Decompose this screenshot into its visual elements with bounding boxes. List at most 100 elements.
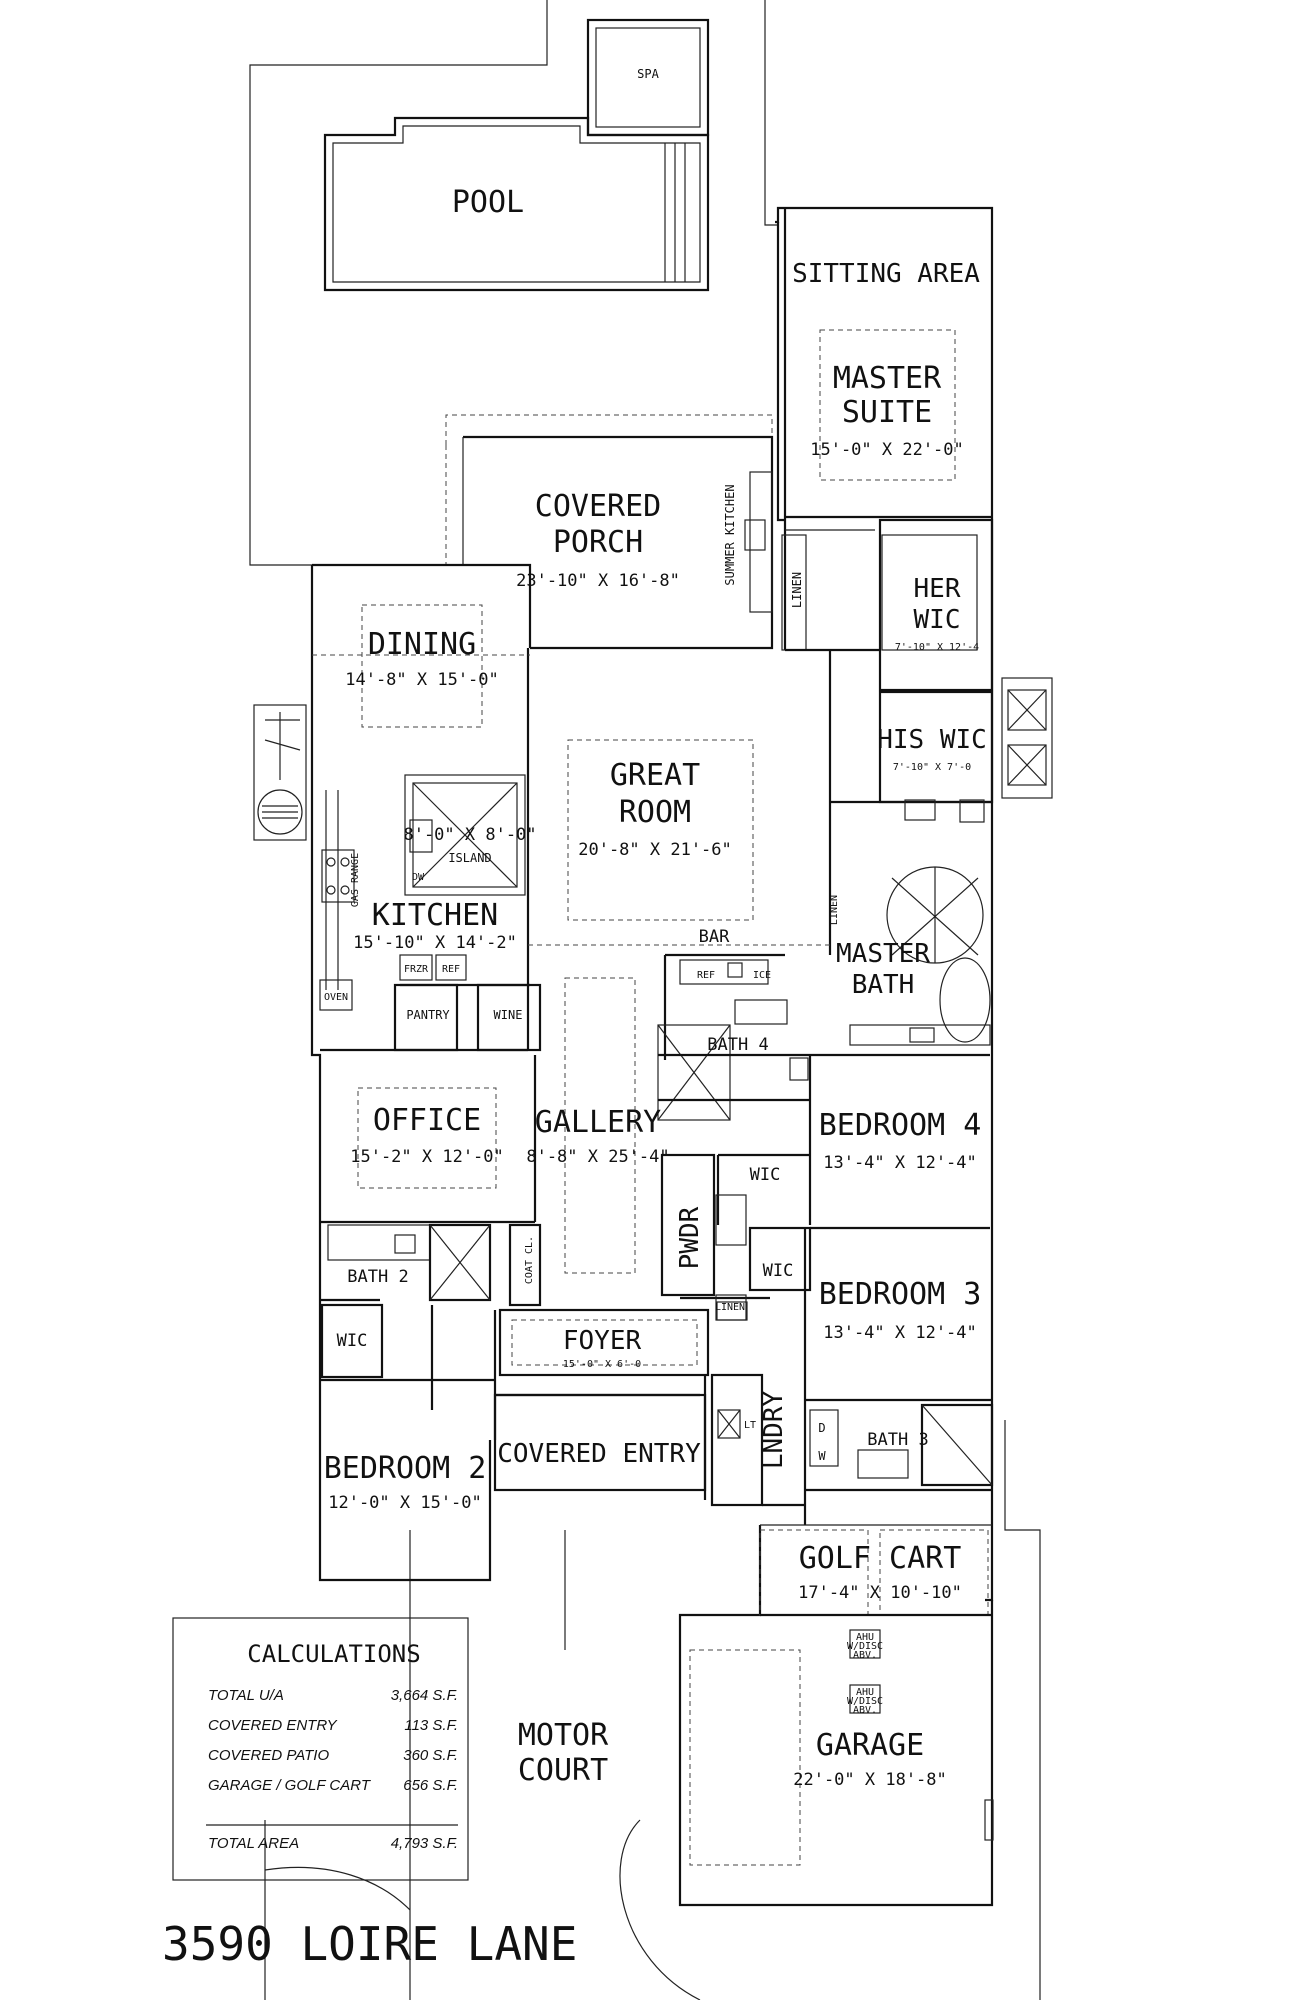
- garage-walls: [678, 1524, 994, 1907]
- calculations-table: CALCULATIONS TOTAL U/A 3,664 S.F. COVERED …: [208, 1640, 458, 1852]
- wic-bed2-label: WIC: [337, 1331, 368, 1351]
- labels: SPA POOL SITTING AREA MASTER SUITE 15'-0…: [324, 67, 987, 1790]
- dryer-label: D: [818, 1421, 825, 1435]
- ref-kitchen-label: REF: [442, 964, 460, 975]
- covered-entry-label: COVERED ENTRY: [497, 1439, 701, 1469]
- garage-label: GARAGE: [816, 1728, 924, 1763]
- ahu-1-line-1: AHU: [856, 1632, 874, 1643]
- covered-porch: [445, 414, 774, 650]
- linen-foyer-label: LINEN: [715, 1302, 745, 1313]
- coat-cl-label: COAT CL.: [524, 1236, 535, 1284]
- her-wic-dim: 7'-10" X 12'-4: [895, 642, 979, 653]
- spa-label: SPA: [637, 67, 659, 81]
- ahu-2-line-2: W/DISC: [847, 1696, 883, 1707]
- calculations-box: [172, 1617, 469, 1881]
- kitchen-label: KITCHEN: [372, 898, 498, 933]
- pwdr-label: PWDR: [675, 1206, 705, 1269]
- address-title: 3590 LOIRE LANE: [162, 1917, 577, 1971]
- exterior-walls: [310, 206, 994, 1602]
- ahu-2-line-1: AHU: [856, 1687, 874, 1698]
- covered-porch-dim: 23'-10" X 16'-8": [516, 571, 680, 591]
- pool: [323, 116, 710, 292]
- calculations-title: CALCULATIONS: [247, 1640, 420, 1668]
- ahu-2-line-3: ABV.: [853, 1705, 877, 1716]
- pool-label: POOL: [452, 185, 524, 220]
- linen-bath-label: LINEN: [829, 895, 840, 925]
- bedroom-2-label: BEDROOM 2: [324, 1451, 487, 1486]
- linen-upper-label: LINEN: [790, 572, 804, 608]
- island-dim: 8'-0" X 8'-0": [403, 825, 536, 845]
- gallery-dim: 8'-8" X 25'-4": [526, 1147, 669, 1167]
- ice-label: ICE: [753, 970, 771, 981]
- covered-porch-label-2: PORCH: [553, 525, 643, 560]
- great-room-label-2: ROOM: [619, 795, 691, 830]
- master-bath-label-1: MASTER: [836, 939, 930, 969]
- golf-cart-dim: 17'-4" X 10'-10": [798, 1583, 962, 1603]
- gas-range-label: GAS RANGE: [350, 853, 361, 907]
- wine-label: WINE: [494, 1008, 523, 1022]
- bar-label: BAR: [699, 927, 730, 947]
- master-suite-dim: 15'-0" X 22'-0": [810, 440, 964, 460]
- bedroom-4-label: BEDROOM 4: [819, 1108, 982, 1143]
- calc-row-value: 3,664 S.F.: [391, 1687, 458, 1704]
- bedroom-3-dim: 13'-4" X 12'-4": [823, 1323, 977, 1343]
- great-room-dim: 20'-8" X 21'-6": [578, 840, 732, 860]
- calc-row-label: GARAGE / GOLF CART: [208, 1777, 372, 1794]
- office-dim: 15'-2" X 12'-0": [350, 1147, 504, 1167]
- master-suite-label-2: SUITE: [842, 395, 932, 430]
- wic-bed3-label: WIC: [763, 1261, 794, 1281]
- motor-court-label-1: MOTOR: [518, 1718, 609, 1753]
- ahu-1-line-3: ABV.: [853, 1650, 877, 1661]
- calc-row-value: 656 S.F.: [403, 1777, 458, 1794]
- her-wic-label-1: HER: [914, 574, 961, 604]
- master-wing-walls: [781, 329, 994, 1046]
- calc-row-value: 360 S.F.: [403, 1747, 458, 1764]
- sitting-area-label: SITTING AREA: [792, 259, 980, 289]
- garage-dim: 22'-0" X 18'-8": [793, 1770, 947, 1790]
- office-label: OFFICE: [373, 1103, 481, 1138]
- bedroom-4-dim: 13'-4" X 12'-4": [823, 1153, 977, 1173]
- bedroom-wing-walls: [320, 977, 994, 1525]
- summer-kitchen-label: SUMMER KITCHEN: [723, 484, 737, 585]
- kitchen-dim: 15'-10" X 14'-2": [353, 933, 517, 953]
- frzr-label: FRZR: [404, 964, 429, 975]
- dw-label: DW: [412, 872, 425, 883]
- calc-total-value: 4,793 S.F.: [391, 1835, 458, 1852]
- ref-bar-label: REF: [697, 970, 715, 981]
- bedroom-3-label: BEDROOM 3: [819, 1277, 982, 1312]
- bedroom-2-dim: 12'-0" X 15'-0": [328, 1493, 482, 1513]
- foyer-dim: 15'-0" X 6'-0: [563, 1359, 641, 1370]
- calc-row-value: 113 S.F.: [404, 1717, 458, 1734]
- washer-label: W: [818, 1449, 826, 1463]
- mechanical-equipment: [253, 677, 1053, 841]
- ahu-1-line-2: W/DISC: [847, 1641, 883, 1652]
- covered-porch-label-1: COVERED: [535, 489, 661, 524]
- calculations-rows: TOTAL U/A 3,664 S.F. COVERED ENTRY 113 S.F.…: [208, 1687, 458, 1794]
- his-wic-label: HIS WIC: [877, 725, 987, 755]
- bath-2-label: BATH 2: [347, 1267, 408, 1287]
- pantry-label: PANTRY: [406, 1008, 450, 1022]
- golf-cart-label: GOLF CART: [799, 1541, 962, 1576]
- calc-row-label: TOTAL U/A: [208, 1687, 284, 1704]
- dining-label: DINING: [368, 627, 476, 662]
- island-label: ISLAND: [448, 851, 491, 865]
- calc-row-label: COVERED PATIO: [208, 1747, 329, 1764]
- lt-label: LT: [744, 1420, 756, 1431]
- bath-3-label: BATH 3: [867, 1430, 928, 1450]
- living-core-walls: [312, 604, 830, 1060]
- his-wic-dim: 7'-10" X 7'-0: [893, 762, 971, 773]
- oven-label: OVEN: [324, 992, 348, 1003]
- gallery-label: GALLERY: [535, 1105, 661, 1140]
- wic-bed4-label: WIC: [750, 1165, 781, 1185]
- master-suite-label-1: MASTER: [833, 361, 942, 396]
- calc-row-label: COVERED ENTRY: [208, 1717, 338, 1734]
- lndry-label: LNDRY: [759, 1391, 789, 1470]
- her-wic-label-2: WIC: [914, 605, 961, 635]
- great-room-label-1: GREAT: [610, 758, 700, 793]
- site-lines: [249, 0, 1041, 2000]
- motor-court-label-2: COURT: [518, 1753, 608, 1788]
- foyer-label: FOYER: [563, 1326, 642, 1356]
- bath-4-label: BATH 4: [707, 1035, 768, 1055]
- dining-dim: 14'-8" X 15'-0": [345, 670, 499, 690]
